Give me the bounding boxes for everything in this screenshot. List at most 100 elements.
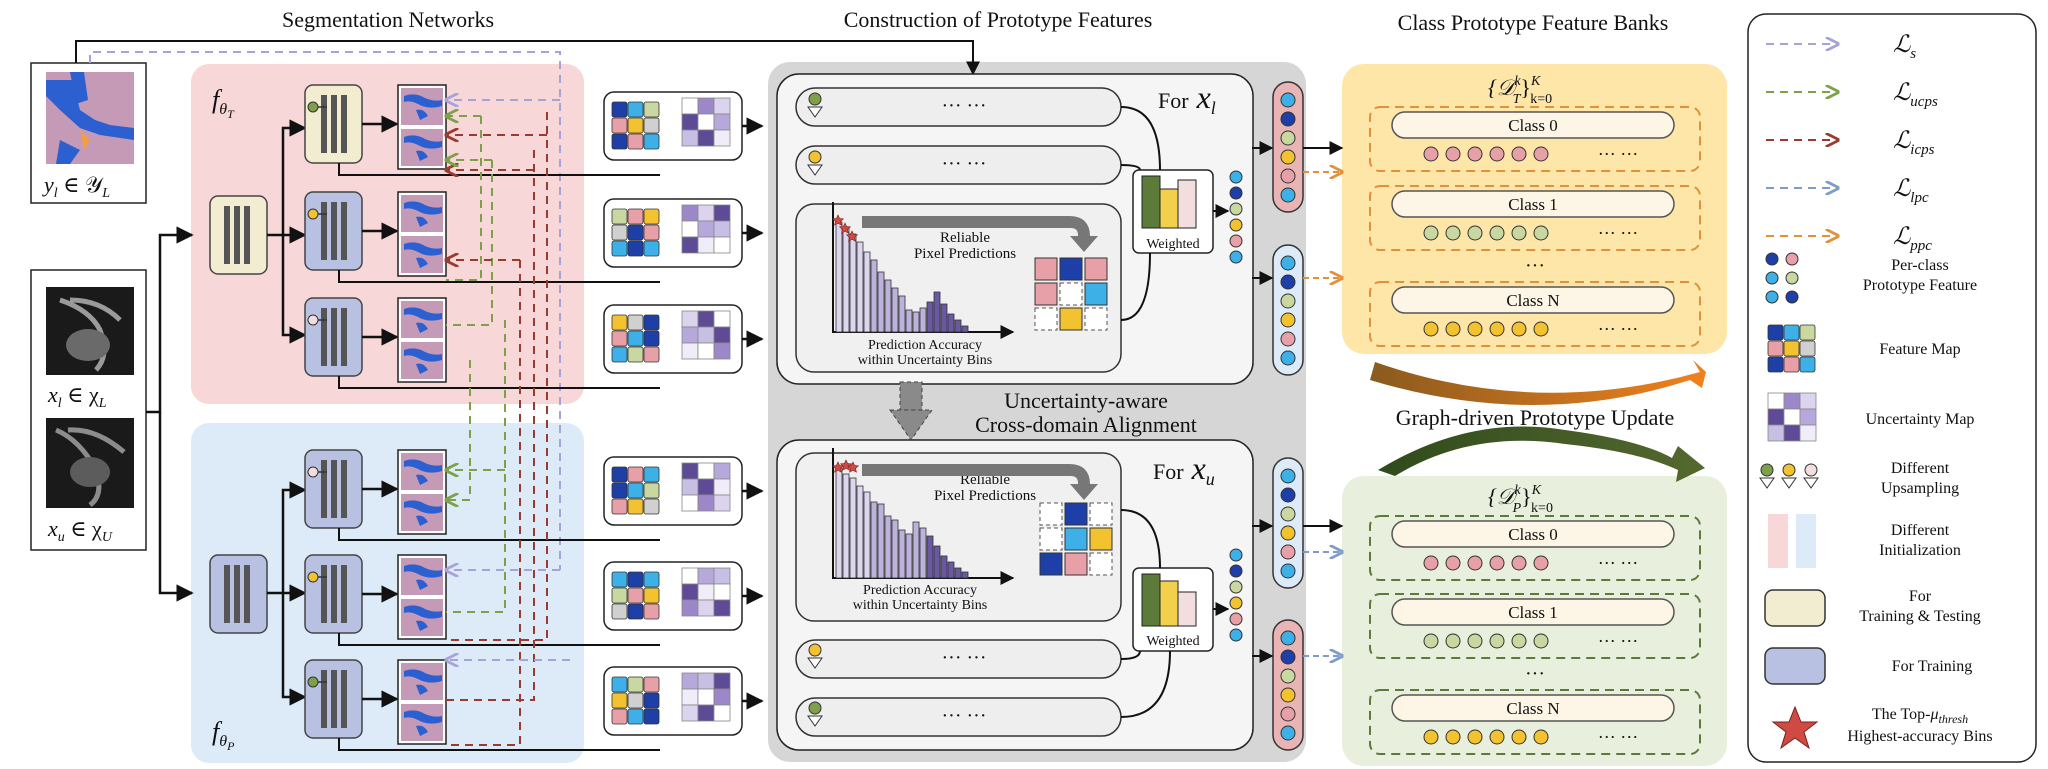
legend-feature-map: Feature Map xyxy=(1879,341,1960,358)
svg-text:ℒlpc: ℒlpc xyxy=(1893,176,1929,206)
prototype-feature-pill xyxy=(1272,244,1304,376)
decoder-block xyxy=(304,84,363,164)
decoder-block xyxy=(304,659,363,739)
accuracy-histogram xyxy=(831,202,1015,339)
label-image-block: yl ∈ 𝒴L xyxy=(30,62,147,204)
alignment-title-2: Cross-domain Alignment xyxy=(975,412,1197,437)
decoder-block xyxy=(304,297,363,377)
bank-row-dots: ··· ··· xyxy=(1598,631,1638,651)
bank-class-label: Class 0 xyxy=(1508,525,1558,544)
pixel-pred-label-l: Pixel Predictions xyxy=(914,246,1016,262)
pill-dots-2: ··· ··· xyxy=(942,153,987,175)
bank-bottom-middots: ··· xyxy=(1525,663,1545,685)
bank-class-row: Class 1 ··· ··· xyxy=(1369,185,1701,251)
legend-panel xyxy=(1747,13,2037,763)
bank-class-row: Class 0··· ··· xyxy=(1369,106,1701,172)
legend-perclass-1: Per-class xyxy=(1891,257,1948,274)
legend-loss-Ls: ℒs xyxy=(1766,32,1916,62)
header-prototype-construction: Construction of Prototype Features xyxy=(844,7,1153,32)
svg-text:yl ∈ 𝒴L: yl ∈ 𝒴L xyxy=(42,172,110,201)
svg-text:xu ∈ χU: xu ∈ χU xyxy=(47,516,113,545)
accuracy-histogram xyxy=(831,448,1015,585)
pixel-pred-label-u: Pixel Predictions xyxy=(934,488,1036,504)
bank-top-middots: ··· xyxy=(1525,255,1545,277)
legend-train: For Training xyxy=(1892,658,1972,675)
bank-top-title: {𝒟 xyxy=(1488,75,1519,100)
legend-top-1: The Top- xyxy=(1872,706,1931,723)
feature-uncertainty-pair xyxy=(603,198,743,268)
bank-bottom-title: {𝒟 xyxy=(1488,484,1519,509)
prediction-mask-pair xyxy=(397,659,447,745)
svg-text:ℒppc: ℒppc xyxy=(1893,224,1932,254)
legend-loss-Llpc: ℒlpc xyxy=(1766,176,1929,206)
pred-acc-label-l: Prediction Accuracy xyxy=(868,338,982,353)
prototype-feature-pill xyxy=(1272,457,1304,589)
svg-text:xl ∈ χL: xl ∈ χL xyxy=(47,382,107,411)
weighted-label-u: Weighted xyxy=(1146,634,1199,649)
feature-uncertainty-pair xyxy=(603,666,743,736)
bank-class-row: Class N··· ··· xyxy=(1369,281,1701,347)
svg-text:{𝒟kP}Kk=0: {𝒟kP}Kk=0 xyxy=(1488,483,1553,516)
pred-acc-label-u: Prediction Accuracy xyxy=(863,583,977,598)
bank-class-row: Class N ··· ··· xyxy=(1369,689,1701,755)
pill-dots-1: ··· ··· xyxy=(942,95,987,117)
input-images-block: xl ∈ χL xu ∈ χU xyxy=(30,269,147,551)
within-bins-label-l: within Uncertainty Bins xyxy=(858,353,993,368)
reliable-pixel-grid xyxy=(1034,257,1108,331)
legend-cream-swatch xyxy=(1764,589,1826,627)
within-bins-label-u: within Uncertainty Bins xyxy=(853,598,988,613)
legend-top-2: Highest-accuracy Bins xyxy=(1847,728,1992,745)
legend-loss-Lppc: ℒppc xyxy=(1766,224,1932,254)
feature-uncertainty-pair xyxy=(603,561,743,631)
alignment-title-1: Uncertainty-aware xyxy=(1004,388,1168,413)
upsampling-pills: ··· ··· ··· ··· ··· ··· ··· ··· xyxy=(795,87,1122,737)
svg-text:The Top-μthresh: The Top-μthresh xyxy=(1872,706,1968,726)
update-arrow-green xyxy=(1378,426,1705,482)
bank-class-label: Class 1 xyxy=(1508,195,1558,214)
decoder-block xyxy=(304,449,363,529)
pill-dots-3: ··· ··· xyxy=(942,647,987,669)
for-xl-label: For xyxy=(1158,88,1189,113)
reliable-label-l: Reliable xyxy=(940,230,990,246)
student-encoder xyxy=(209,554,268,634)
legend-diffup-1: Different xyxy=(1891,460,1950,477)
bank-row-dots: ··· ··· xyxy=(1598,727,1638,747)
legend-blue-swatch xyxy=(1764,647,1826,685)
legend-loss-Lucps: ℒucps xyxy=(1766,80,1938,110)
bank-class-row: Class 0 ··· ··· xyxy=(1369,515,1701,581)
weighted-box-l: Weighted xyxy=(1132,169,1214,254)
prediction-mask-pair xyxy=(397,554,447,640)
legend-feature-map-icon xyxy=(1767,324,1816,373)
feature-uncertainty-pair xyxy=(603,91,743,161)
legend-loss-Licps: ℒicps xyxy=(1766,128,1935,158)
header-prototype-banks: Class Prototype Feature Banks xyxy=(1398,10,1669,35)
weighted-box-u: Weighted xyxy=(1132,567,1214,652)
legend-perclass-2: Prototype Feature xyxy=(1863,277,1977,294)
svg-text:ℒucps: ℒucps xyxy=(1893,80,1938,110)
bank-row-dots: ··· ··· xyxy=(1598,553,1638,573)
bank-class-label: Class 1 xyxy=(1508,603,1558,622)
legend-star-icon xyxy=(1771,705,1819,750)
svg-text:fθT: fθT xyxy=(212,85,235,121)
prediction-mask-pair xyxy=(397,191,447,277)
legend-trtest-1: For xyxy=(1909,588,1932,605)
decoder-block xyxy=(304,191,363,271)
prototype-dot-column xyxy=(1229,170,1243,264)
legend-init-blue xyxy=(1796,514,1816,568)
bank-class-label: Class N xyxy=(1506,699,1559,718)
legend-uncertainty-map: Uncertainty Map xyxy=(1866,411,1975,428)
weighted-label-l: Weighted xyxy=(1146,237,1199,252)
bank-row-dots: ··· ··· xyxy=(1598,223,1638,243)
prediction-mask-pair xyxy=(397,84,447,170)
decoder-block xyxy=(304,554,363,634)
svg-text:ℒs: ℒs xyxy=(1893,32,1916,62)
svg-text:{𝒟kT}Kk=0: {𝒟kT}Kk=0 xyxy=(1488,74,1552,107)
feature-uncertainty-pair xyxy=(603,304,743,374)
prototype-feature-pill xyxy=(1272,619,1304,751)
legend-per-class: Per-class Prototype Feature xyxy=(1765,252,1977,304)
reliable-pixel-grid xyxy=(1039,502,1113,576)
alignment-arrow xyxy=(889,381,933,441)
feature-uncertainty-pair xyxy=(603,456,743,526)
